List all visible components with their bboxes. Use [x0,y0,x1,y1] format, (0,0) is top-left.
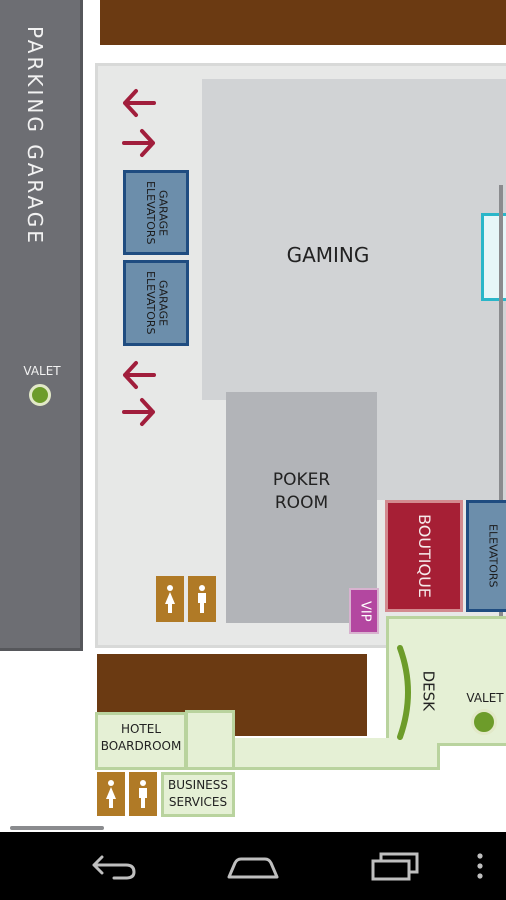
valet-left-marker-icon[interactable] [29,384,51,406]
valet-right-marker-icon[interactable] [471,709,497,735]
arrow-right-icon [122,398,155,426]
hotel-boardroom[interactable] [95,712,187,770]
gaming-label: GAMING [286,243,370,267]
horizontal-scrollbar[interactable] [10,826,104,830]
restroom-men-icon[interactable] [188,576,216,622]
recents-button[interactable] [364,846,426,886]
boutique[interactable] [385,500,463,612]
desk-label: DESK [419,670,438,712]
lobby-corridor [230,738,440,770]
valet-left-label: VALET [23,364,61,378]
poker-room[interactable] [226,392,377,623]
business-services-label-line1: BUSINESS [168,778,228,792]
back-icon [92,855,136,880]
vip-room[interactable] [349,588,379,634]
gaming-area[interactable] [202,79,506,400]
hotel-boardroom-connector [185,710,235,770]
elevators-right[interactable] [466,500,506,612]
business-services[interactable] [161,772,235,817]
garage-elevators-2-label: GARAGE ELEVATORS [144,271,170,335]
garage-elevators-1[interactable] [123,170,189,255]
gaming-area-lower [377,390,506,500]
hotel-boardroom-label-line1: HOTEL [120,722,162,736]
restroom-men-icon[interactable] [129,772,157,816]
home-icon [227,857,279,879]
valet-right-label: VALET [466,691,504,705]
recents-icon [371,852,419,881]
hotel-boardroom-label-line2: BOARDROOM [100,739,182,753]
vip-label: VIP [357,600,373,622]
business-services-label-line2: SERVICES [168,795,228,809]
back-button[interactable] [84,846,144,886]
parking-garage-label: PARKING GARAGE [23,26,47,246]
desk-icon [397,645,411,740]
overflow-menu-button[interactable] [470,846,490,886]
arrow-right-icon [122,129,155,157]
restroom-women-icon[interactable] [156,576,184,622]
poker-room-label-line2: ROOM [274,493,329,513]
arrow-left-icon [123,361,156,389]
boutique-label: BOUTIQUE [415,514,435,598]
vertical-scrollbar[interactable] [499,185,503,695]
top-service-area [100,0,506,45]
elevators-right-label: ELEVATORS [486,524,500,588]
garage-elevators-2[interactable] [123,260,189,346]
home-button[interactable] [222,846,284,886]
garage-elevators-1-label: GARAGE ELEVATORS [144,181,170,245]
restroom-women-icon[interactable] [97,772,125,816]
overflow-menu-icon [477,853,483,879]
arrow-left-icon [123,89,156,117]
poker-room-label-line1: POKER [272,470,331,490]
parking-garage[interactable] [0,0,83,651]
lobby-corridor-right [437,738,506,743]
system-navigation-bar [0,832,506,900]
